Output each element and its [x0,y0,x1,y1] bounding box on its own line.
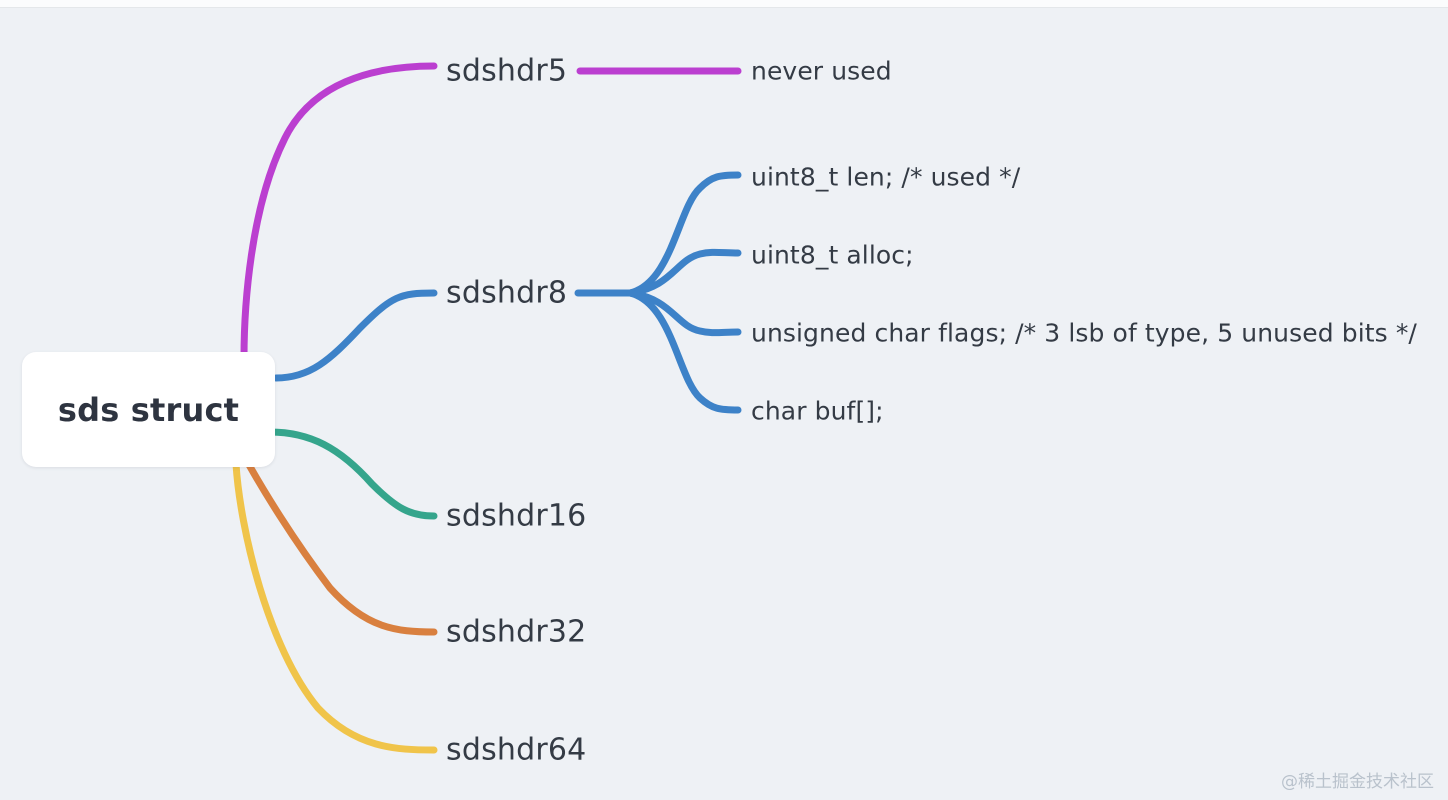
diagram-surface: sds struct sdshdr5 sdshdr8 sdshdr16 sdsh… [0,8,1448,800]
connector-root-sdshdr5 [240,62,438,362]
connector-root-sdshdr16 [266,428,438,520]
node-sdshdr16-label: sdshdr16 [446,498,587,534]
node-flags-label: unsigned char flags; /* 3 lsb of type, 5… [751,318,1417,348]
connector-sdshdr8-buf [626,289,742,414]
watermark-text: @稀土掘金技术社区 [1281,772,1434,792]
node-alloc[interactable]: uint8_t alloc; [751,241,914,270]
connector-sdshdr8-flags [626,289,742,337]
connector-root-sdshdr64 [232,460,438,754]
node-len-label: uint8_t len; /* used */ [751,162,1021,192]
node-sdshdr8-label: sdshdr8 [446,275,568,311]
node-never-used[interactable]: never used [751,57,892,86]
connector-sdshdr8-alloc [626,248,742,297]
node-sdshdr32-label: sdshdr32 [446,614,587,650]
node-never-used-label: never used [751,56,892,86]
node-buf-label: char buf[]; [751,396,884,426]
node-sdshdr16[interactable]: sdshdr16 [446,499,586,534]
node-buf[interactable]: char buf[]; [751,397,884,426]
connector-sdshdr8-len [626,171,742,297]
root-node-label: sds struct [57,390,240,429]
node-sdshdr64-label: sdshdr64 [446,732,587,768]
connector-root-sdshdr32 [244,459,438,636]
window-top-strip [0,0,1448,8]
node-alloc-label: uint8_t alloc; [751,240,914,270]
node-sdshdr32[interactable]: sdshdr32 [446,615,586,650]
node-len[interactable]: uint8_t len; /* used */ [751,163,1020,192]
node-flags[interactable]: unsigned char flags; /* 3 lsb of type, 5… [751,319,1417,348]
root-node[interactable]: sds struct [22,352,275,467]
connector-layer [232,62,742,754]
node-sdshdr64[interactable]: sdshdr64 [446,733,586,768]
node-sdshdr5-label: sdshdr5 [446,53,568,89]
node-sdshdr8[interactable]: sdshdr8 [446,276,567,311]
watermark: @稀土掘金技术社区 [1281,767,1434,792]
node-sdshdr5[interactable]: sdshdr5 [446,54,567,89]
connector-root-sdshdr8 [272,289,438,382]
